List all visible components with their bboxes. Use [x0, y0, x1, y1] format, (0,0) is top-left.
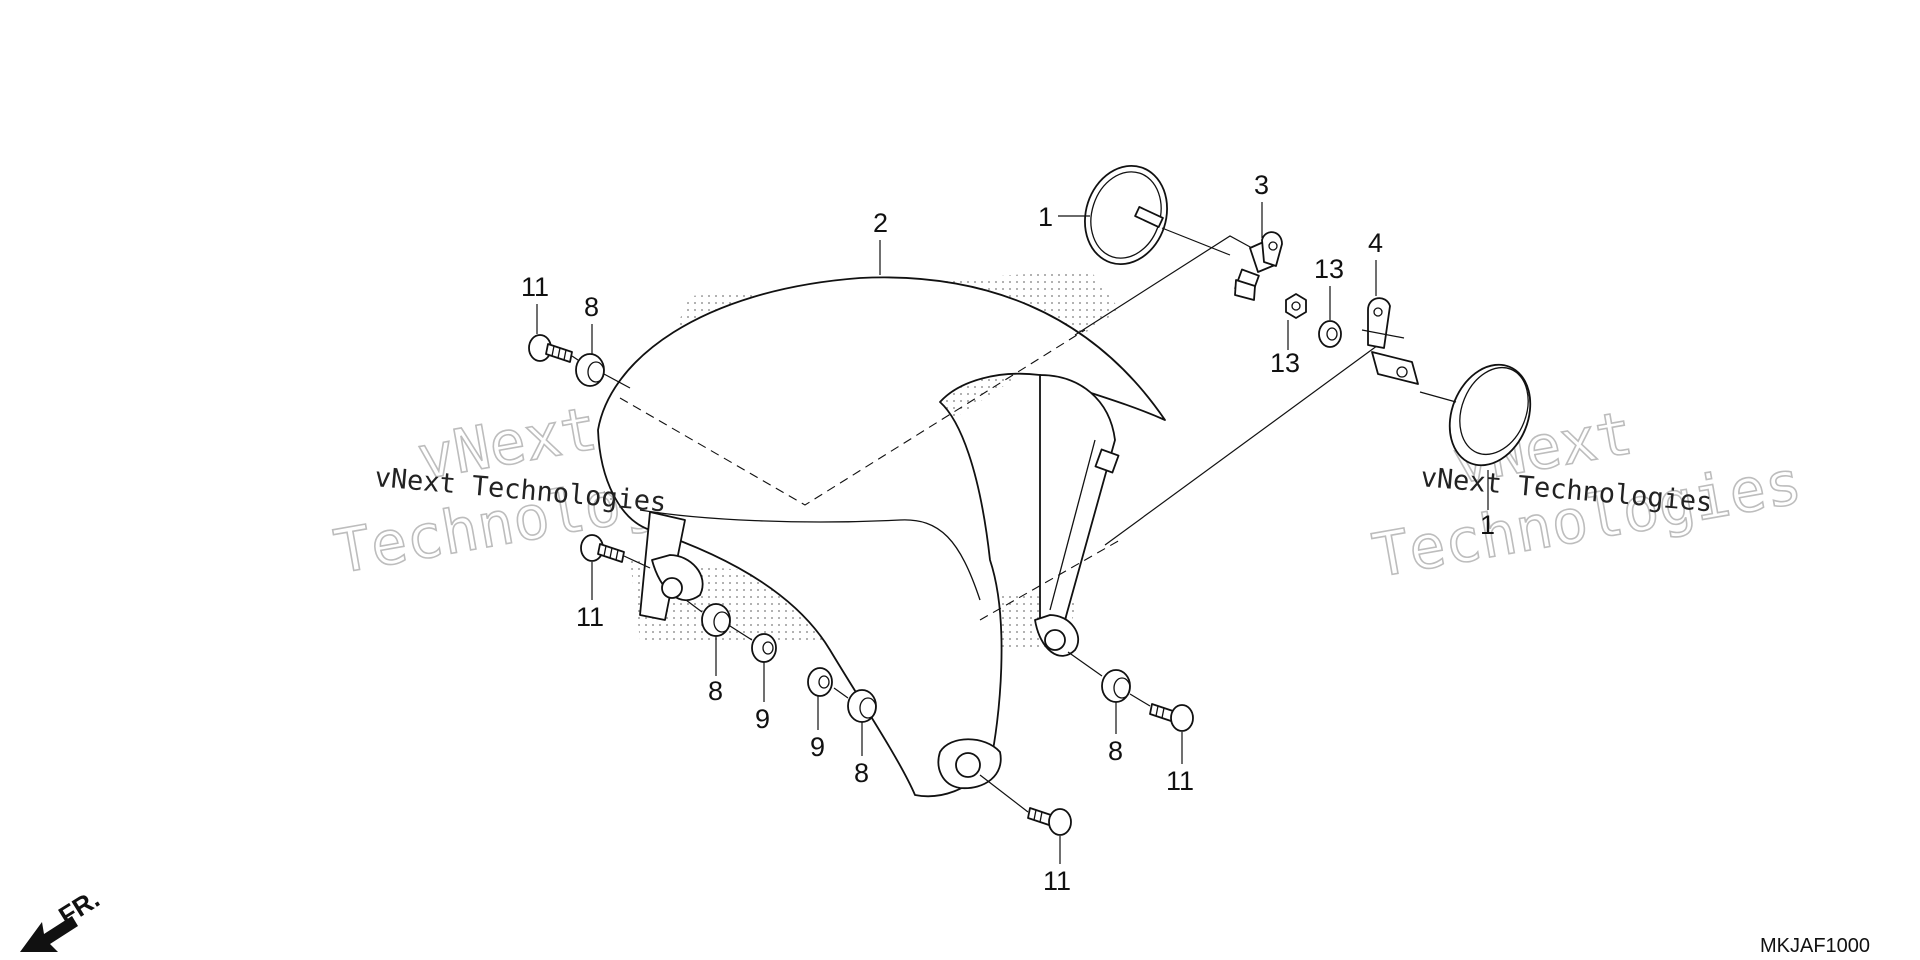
reflector-upper	[1084, 164, 1231, 266]
leader-collar-left	[729, 625, 753, 641]
callout-13-lower: 13	[1270, 348, 1300, 378]
fender-inner-edge	[639, 509, 981, 601]
callout-11-right: 11	[1166, 766, 1194, 796]
grommet-8-left	[701, 603, 731, 637]
leader-grommet-right	[1067, 651, 1103, 677]
nut-13-lower	[1318, 320, 1342, 348]
reflector-stay-3	[1234, 231, 1283, 301]
leader-grommet-topleft	[603, 373, 631, 389]
bolt-11-topleft	[528, 334, 573, 363]
fender-shell	[597, 276, 1166, 798]
collar-9-left	[751, 633, 777, 663]
fender-right-stay-rib	[1049, 439, 1096, 611]
bolt-11-left	[580, 534, 625, 563]
grommet-8-right	[1101, 669, 1131, 703]
callout-8-center: 8	[854, 758, 869, 788]
callout-11-bottom: 11	[1043, 866, 1071, 896]
callout-9-left: 9	[755, 704, 770, 734]
callout-8-topleft: 8	[584, 292, 599, 322]
reflector-stay-4	[1361, 297, 1419, 385]
leader-grommet-left	[685, 599, 703, 613]
leader-collar-center	[833, 687, 849, 699]
callout-9-center: 9	[810, 732, 825, 762]
front-fender	[597, 270, 1166, 798]
callout-11-left: 11	[576, 602, 604, 632]
leader-bolt-left	[623, 555, 651, 569]
leader-bolt-topleft	[571, 355, 579, 361]
leader-bolt-right	[1129, 693, 1151, 707]
fender-lower-boss-hole	[955, 752, 981, 778]
bolt-11-right	[1149, 703, 1194, 732]
callout-1-right: 1	[1480, 510, 1495, 540]
guide-line-upper	[1074, 235, 1253, 336]
reflector-right	[1419, 363, 1532, 467]
diagram-reference-code: MKJAF1000	[1760, 935, 1870, 957]
callout-2: 2	[873, 208, 888, 238]
callout-13-upper: 13	[1314, 254, 1344, 284]
dashed-guide-fender-right	[979, 539, 1121, 621]
callout-8-right: 8	[1108, 736, 1123, 766]
dashed-guide-fender-top	[619, 329, 1086, 506]
callout-4: 4	[1368, 228, 1383, 258]
guide-line-lower	[1104, 339, 1386, 546]
fender-right-stay	[1039, 374, 1116, 626]
front-direction-indicator: FR.	[20, 883, 105, 952]
fender-left-stay-hole	[661, 577, 683, 599]
callout-3: 3	[1254, 170, 1269, 200]
nut-13-upper	[1285, 293, 1307, 319]
bolt-11-bottom	[1027, 807, 1072, 836]
collar-9-center	[807, 667, 833, 697]
fender-right-stay-hole	[1044, 629, 1066, 651]
leader-bolt-bottom	[979, 774, 1029, 813]
callout-1-top: 1	[1038, 202, 1053, 232]
callout-8-left: 8	[708, 676, 723, 706]
callout-11-topleft: 11	[521, 272, 549, 302]
fender-stay-nut	[1094, 448, 1120, 474]
grommet-8-center	[847, 689, 877, 723]
front-arrow-icon	[20, 916, 78, 952]
grommet-8-topleft	[575, 353, 605, 387]
